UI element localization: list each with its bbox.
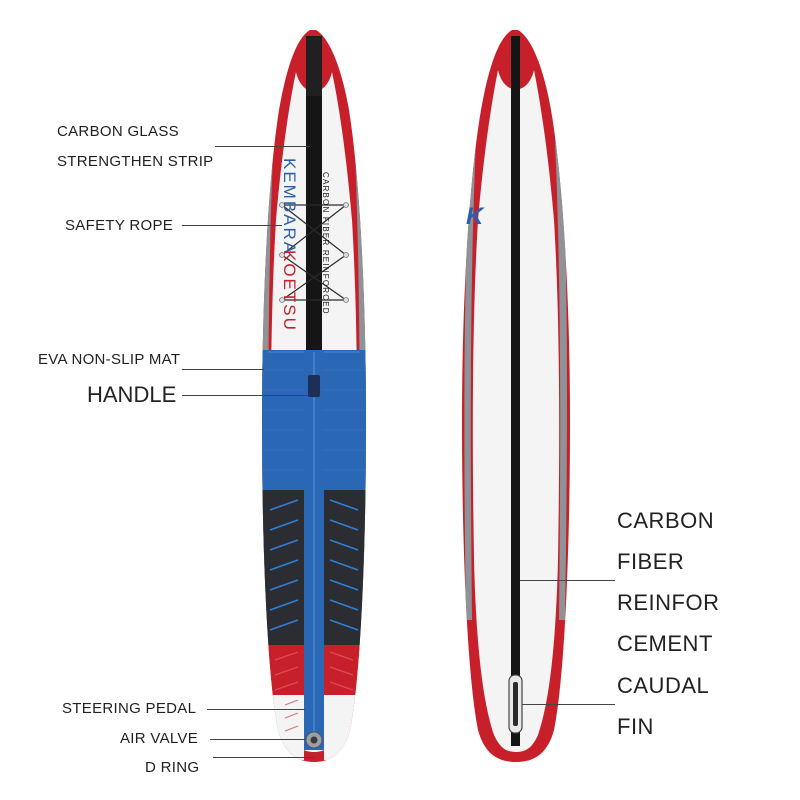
label-carbon-fiber-line2: FIBER (617, 549, 685, 574)
label-carbon-glass-line2: STRENGTHEN STRIP (57, 153, 214, 170)
leader-air-valve (210, 739, 306, 740)
label-safety-rope: SAFETY ROPE (65, 217, 174, 234)
air-valve-graphic (305, 731, 323, 749)
front-board (262, 30, 366, 762)
brand-text-right: KOETSU (280, 250, 299, 332)
back-board (462, 30, 570, 762)
label-carbon-fiber-line4: CEMENT (617, 631, 713, 656)
brand-text-left: KEMBARA (280, 158, 299, 255)
leader-steering-pedal (207, 709, 305, 710)
label-handle: HANDLE (87, 382, 177, 407)
label-air-valve: AIR VALVE (120, 730, 199, 747)
label-d-ring: D RING (145, 759, 200, 776)
leader-d-ring (213, 757, 314, 758)
label-eva-mat: EVA NON-SLIP MAT (38, 351, 181, 368)
strip-text: CARBON FIBER REINFORCED (321, 172, 330, 315)
label-caudal-fin-line1: CAUDAL (617, 673, 710, 698)
leader-caudal-fin (522, 704, 615, 705)
handle-graphic (308, 375, 320, 397)
leader-eva-mat (182, 369, 264, 370)
label-caudal-fin-line2: FIN (617, 714, 654, 739)
leader-handle (182, 395, 308, 396)
label-steering-pedal: STEERING PEDAL (62, 700, 197, 717)
label-carbon-fiber-line1: CARBON (617, 508, 715, 533)
label-carbon-glass-line1: CARBON GLASS (57, 123, 179, 140)
leader-carbon-fiber (520, 580, 615, 581)
leader-carbon-glass (215, 146, 310, 147)
safety-rope-graphic (281, 204, 347, 301)
fin-graphic (508, 674, 523, 734)
label-carbon-fiber-line3: REINFOR (617, 590, 720, 615)
back-logo: K (466, 203, 485, 230)
leader-safety-rope (182, 225, 282, 226)
